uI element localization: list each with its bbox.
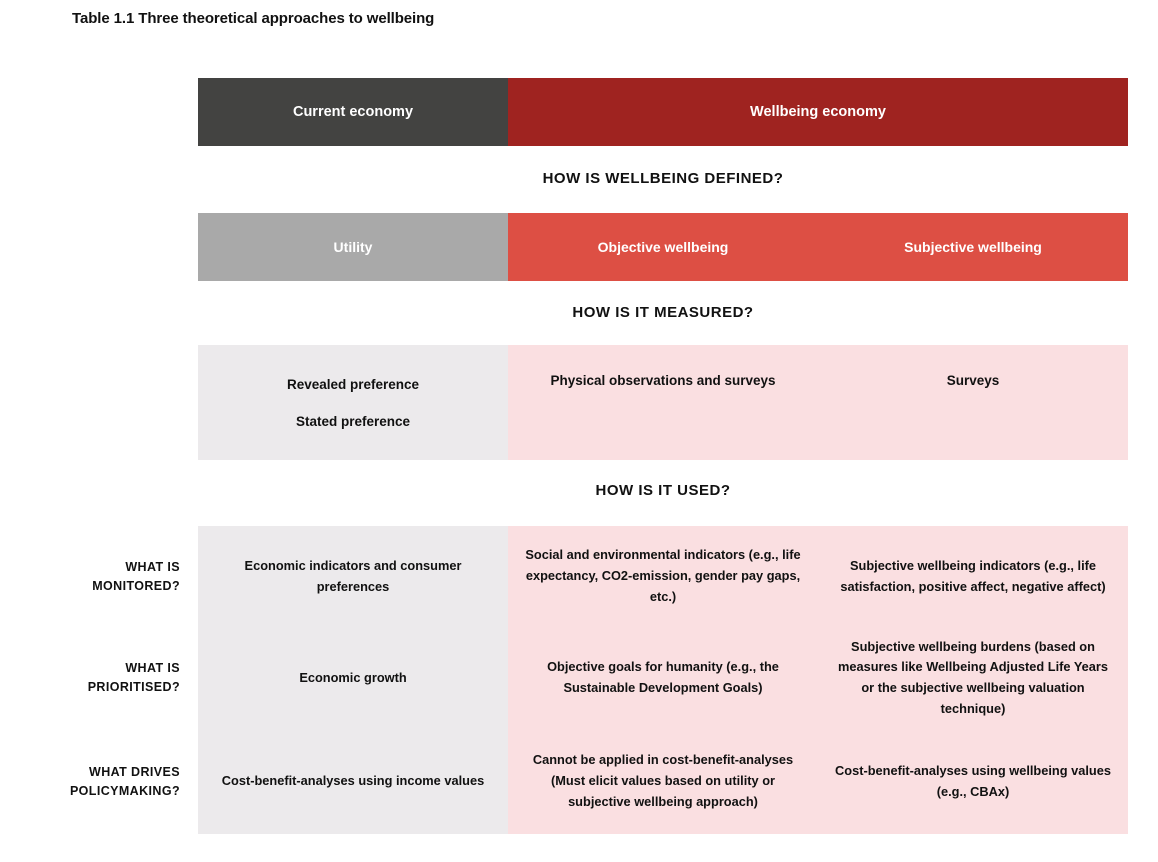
header-subjective-wellbeing: Subjective wellbeing (818, 213, 1128, 281)
measured-subjective-cell: Surveys (818, 345, 1128, 460)
measured-utility-cell: Revealed preference Stated preference (198, 345, 508, 460)
row-label-policymaking-line2: POLICYMAKING? (69, 783, 180, 798)
measured-row: Revealed preference Stated preference Ph… (198, 345, 1128, 460)
table-row-prioritised: WHAT IS PRIORITISED? Economic growth Obj… (0, 627, 1158, 729)
prioritised-subjective-cell: Subjective wellbeing burdens (based on m… (818, 627, 1128, 729)
measured-subjective-text: Surveys (946, 373, 1000, 388)
section-heading-measured: HOW IS IT MEASURED? (572, 304, 754, 321)
header-wellbeing-economy: Wellbeing economy (508, 78, 1128, 146)
table-row-monitored: WHAT IS MONITORED? Economic indicators a… (0, 526, 1158, 627)
row-label-prioritised-line1: WHAT IS (125, 661, 180, 676)
row-label-monitored-line2: MONITORED? (92, 578, 180, 593)
prioritised-utility-cell: Economic growth (198, 627, 508, 729)
policymaking-utility-cell: Cost-benefit-analyses using income value… (198, 729, 508, 834)
row-label-monitored-line1: WHAT IS (125, 559, 180, 574)
row-label-policymaking: WHAT DRIVES POLICYMAKING? (0, 729, 198, 834)
policymaking-objective-cell: Cannot be applied in cost-benefit-analys… (508, 729, 818, 834)
row-label-prioritised-line2: PRIORITISED? (87, 680, 180, 694)
measured-objective-text: Physical observations and surveys (550, 373, 776, 388)
header-objective-wellbeing: Objective wellbeing (508, 213, 818, 281)
section-heading-used: HOW IS IT USED? (595, 482, 731, 499)
page-title: Table 1.1 Three theoretical approaches t… (72, 10, 435, 27)
monitored-subjective-cell: Subjective wellbeing indicators (e.g., l… (818, 526, 1128, 627)
header-current-economy: Current economy (198, 78, 508, 146)
top-header-row: Current economy Wellbeing economy (198, 78, 1128, 146)
policymaking-subjective-cell: Cost-benefit-analyses using wellbeing va… (818, 729, 1128, 834)
measured-utility-stated: Stated preference (295, 413, 411, 429)
measured-utility-revealed: Revealed preference (286, 376, 420, 392)
row-label-monitored: WHAT IS MONITORED? (0, 526, 198, 627)
header-utility: Utility (198, 213, 508, 281)
table-row-policymaking: WHAT DRIVES POLICYMAKING? Cost-benefit-a… (0, 729, 1158, 834)
monitored-utility-cell: Economic indicators and consumer prefere… (198, 526, 508, 627)
approach-header-row: Utility Objective wellbeing Subjective w… (198, 213, 1128, 281)
measured-objective-cell: Physical observations and surveys (508, 345, 818, 460)
prioritised-objective-cell: Objective goals for humanity (e.g., the … (508, 627, 818, 729)
section-heading-defined: HOW IS WELLBEING DEFINED? (542, 170, 784, 187)
monitored-objective-cell: Social and environmental indicators (e.g… (508, 526, 818, 627)
row-label-policymaking-line1: WHAT DRIVES (89, 764, 180, 779)
row-label-prioritised: WHAT IS PRIORITISED? (0, 627, 198, 729)
used-section: WHAT IS MONITORED? Economic indicators a… (0, 526, 1158, 834)
